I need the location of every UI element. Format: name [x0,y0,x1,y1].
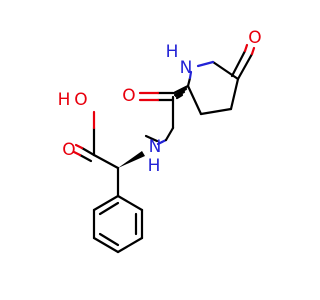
phenyl-ring [92,194,144,254]
alpha-n-wedge [118,151,145,168]
n-amide-bond [144,134,159,143]
atom-label-ring-nh: N H [166,42,193,78]
ring-co-bond-red [250,46,256,56]
ring-carbonyl-oxygen-label: O [248,28,261,48]
hydroxyl-hydrogen-label: H [58,90,71,110]
carboxyl-co-double [78,153,93,163]
ring-co-double-red [243,43,249,53]
nh-c-bond [164,126,175,142]
carboxyl-co-bond [80,146,96,157]
ring-co-double [230,49,247,78]
hydroxyl-oxygen-label: O [74,90,87,110]
carboxyl-co-double-red [72,150,82,157]
carboxyl-oxygen-label: O [62,140,75,160]
ring-nitrogen-hydrogen-label: H [166,42,179,62]
molecule-structure: O H O N H O N H O [58,28,262,254]
proline-stereo-hash [172,84,190,100]
atom-label-amide-nh: N H [148,137,162,176]
ring-co-bond [236,52,254,81]
ring-nitrogen-label: N [180,58,193,78]
amide-nitrogen-label: N [149,137,162,157]
atom-label-hydroxyl: O H [58,90,88,110]
amide-hydrogen-label: H [148,156,161,176]
alpha-carboxyl-bond [92,153,120,170]
pyrrolidine-ring [186,60,240,116]
amide-carbonyl-oxygen-label: O [122,86,135,106]
carboxyl-co-bond-red [74,143,84,150]
